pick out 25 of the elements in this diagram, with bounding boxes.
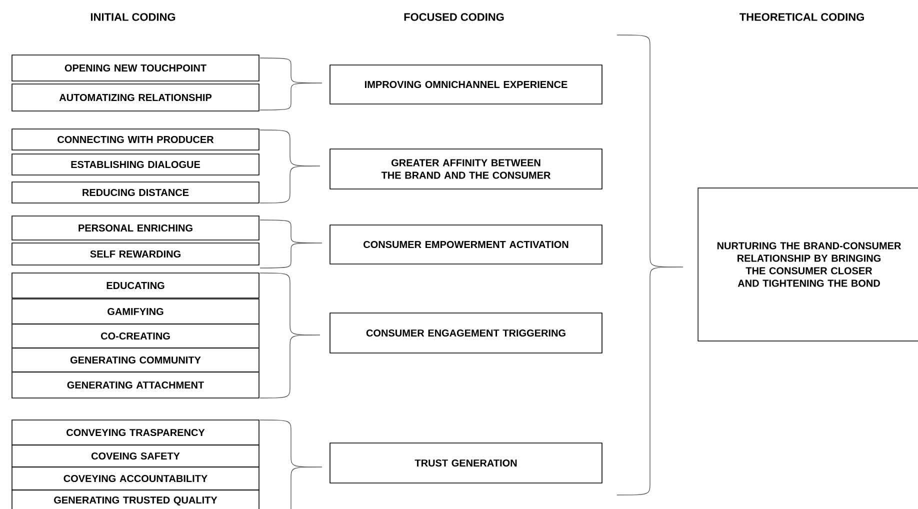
code-box: CONVEYING TRASPARENCY bbox=[12, 420, 260, 446]
code-box: EDUCATING bbox=[12, 272, 260, 298]
code-box: GREATER AFFINITY BETWEEN THE BRAND AND THE CONSUMER bbox=[330, 148, 602, 190]
code-box: SELF REWARDING bbox=[12, 242, 260, 266]
code-box: PERSONAL ENRICHING bbox=[12, 216, 260, 240]
code-box: COVEYING ACCOUNTABILITY bbox=[12, 466, 260, 490]
code-box: TRUST GENERATION bbox=[330, 442, 602, 484]
code-box: CONSUMER ENGAGEMENT TRIGGERING bbox=[330, 312, 602, 354]
code-box: CONSUMER EMPOWERMENT ACTIVATION bbox=[330, 224, 602, 264]
code-box: OPENING NEW TOUCHPOINT bbox=[12, 54, 260, 82]
code-box: AUTOMATIZING RELATIONSHIP bbox=[12, 84, 260, 112]
code-box: GENERATING TRUSTED QUALITY bbox=[12, 490, 260, 509]
code-box: IMPROVING OMNICHANNEL EXPERIENCE bbox=[330, 64, 602, 104]
code-box: REDUCING DISTANCE bbox=[12, 182, 260, 204]
code-box: ESTABLISHING DIALOGUE bbox=[12, 154, 260, 176]
code-box: COVEING SAFETY bbox=[12, 444, 260, 468]
column-heading: INITIAL CODING bbox=[90, 13, 176, 21]
column-heading: THEORETICAL CODING bbox=[740, 13, 864, 21]
code-box: CO-CREATING bbox=[12, 324, 260, 348]
code-box: GENERATING COMMUNITY bbox=[12, 348, 260, 372]
code-box: CONNECTING WITH PRODUCER bbox=[12, 128, 260, 150]
code-box: NURTURING THE BRAND-CONSUMER RELATIONSHIP BY BRINGING THE CONSUMER CLOSER AND TIGHTENING THE BOND bbox=[698, 188, 918, 342]
code-box: GENERATING ATTACHMENT bbox=[12, 372, 260, 398]
column-heading: FOCUSED CODING bbox=[404, 13, 504, 21]
code-box: GAMIFYING bbox=[12, 298, 260, 324]
